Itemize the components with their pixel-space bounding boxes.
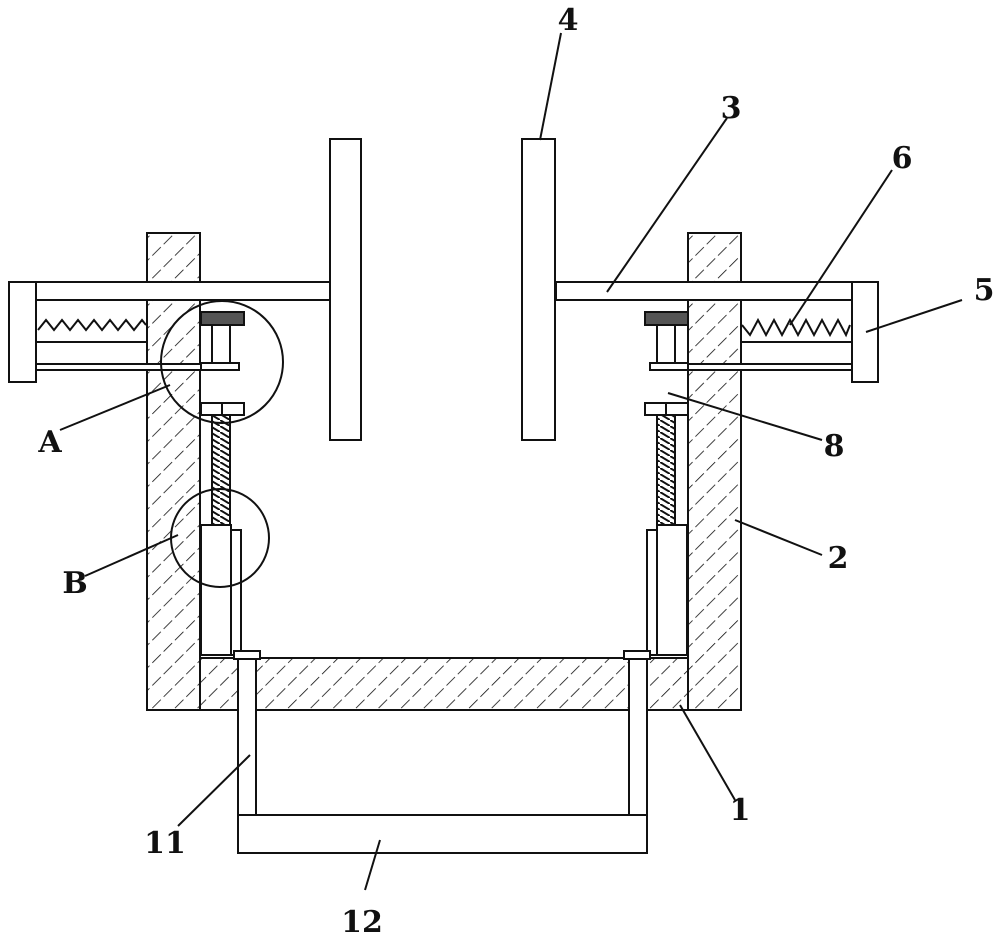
right-clamp-plate bbox=[521, 138, 556, 441]
label-5: 5 bbox=[974, 273, 995, 308]
label-b: B bbox=[62, 566, 87, 601]
label-3: 3 bbox=[721, 91, 742, 126]
right-collar bbox=[649, 362, 689, 371]
right-top-block bbox=[644, 311, 689, 326]
left-clamp-plate bbox=[329, 138, 362, 441]
label-a: A bbox=[37, 425, 62, 460]
label-2: 2 bbox=[828, 541, 849, 576]
left-top-block bbox=[200, 311, 245, 326]
label-6: 6 bbox=[892, 141, 913, 176]
right-guide-bar bbox=[656, 524, 688, 656]
label-1: 1 bbox=[730, 793, 751, 828]
detail-circle-a bbox=[160, 300, 284, 424]
label-4: 4 bbox=[558, 3, 579, 38]
right-threaded-screw bbox=[656, 414, 676, 526]
left-rod bbox=[35, 281, 331, 301]
left-screw-shaft bbox=[211, 324, 231, 366]
left-guide-bar bbox=[200, 524, 232, 656]
left-collar bbox=[200, 362, 240, 371]
label-12: 12 bbox=[341, 905, 383, 940]
bottom-plate bbox=[237, 814, 648, 854]
right-spring bbox=[741, 317, 851, 338]
label-8: 8 bbox=[824, 429, 845, 464]
left-spring bbox=[37, 318, 147, 332]
right-leg bbox=[628, 658, 648, 816]
label-11: 11 bbox=[144, 826, 186, 861]
left-threaded-screw bbox=[211, 414, 231, 526]
left-leg bbox=[237, 658, 257, 816]
left-end-cap bbox=[8, 281, 37, 383]
right-end-cap bbox=[851, 281, 879, 383]
right-wall bbox=[687, 232, 742, 711]
base-plate bbox=[199, 657, 689, 711]
right-support-cap bbox=[623, 650, 651, 660]
right-guide-slot bbox=[646, 529, 658, 656]
left-wall bbox=[146, 232, 201, 711]
left-guide-slot bbox=[230, 529, 242, 656]
left-support-cap bbox=[233, 650, 261, 660]
right-screw-shaft bbox=[656, 324, 676, 366]
